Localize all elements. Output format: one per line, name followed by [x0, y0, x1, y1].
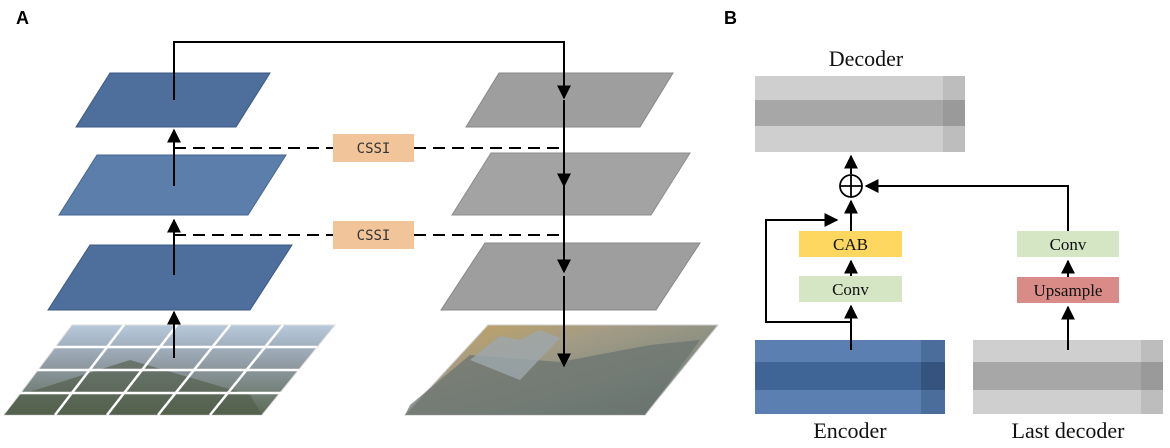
upsample-label: Upsample — [1034, 281, 1103, 300]
panel-label-b: B — [724, 8, 737, 28]
encoder-block — [755, 340, 945, 414]
decoder-title: Decoder — [829, 46, 904, 71]
encoder-plane-middle — [58, 154, 287, 216]
cssi-box-bottom — [333, 221, 414, 249]
conv-box-left — [799, 276, 902, 302]
last-decoder-block — [973, 340, 1163, 414]
decoder-plane-top — [465, 72, 674, 128]
panel-label-a: A — [16, 8, 29, 28]
cssi-box-top — [333, 134, 414, 162]
input-image-grid — [2, 324, 337, 416]
elementwise-sum-icon — [839, 174, 863, 198]
cab-box — [799, 231, 902, 257]
cssi-label-bottom: CSSI — [357, 228, 391, 244]
encoder-title: Encoder — [813, 418, 887, 443]
decoder-plane-bottom — [440, 242, 701, 311]
skip-connection-arrow — [173, 41, 571, 100]
residual-bypass-arrow — [765, 213, 851, 323]
cssi-label-top: CSSI — [357, 141, 391, 157]
conv-right-to-sum-arrow — [864, 179, 1069, 231]
conv-box-right — [1017, 231, 1119, 257]
output-segmentation-image — [403, 324, 720, 416]
encoder-plane-bottom — [47, 244, 293, 311]
decoder-block — [755, 76, 965, 152]
conv-label-left: Conv — [832, 280, 869, 299]
upsample-box — [1017, 277, 1119, 303]
decoder-plane-middle — [451, 152, 691, 216]
last-decoder-title: Last decoder — [1012, 418, 1126, 443]
conv-label-right: Conv — [1050, 235, 1087, 254]
cab-label: CAB — [833, 235, 868, 254]
